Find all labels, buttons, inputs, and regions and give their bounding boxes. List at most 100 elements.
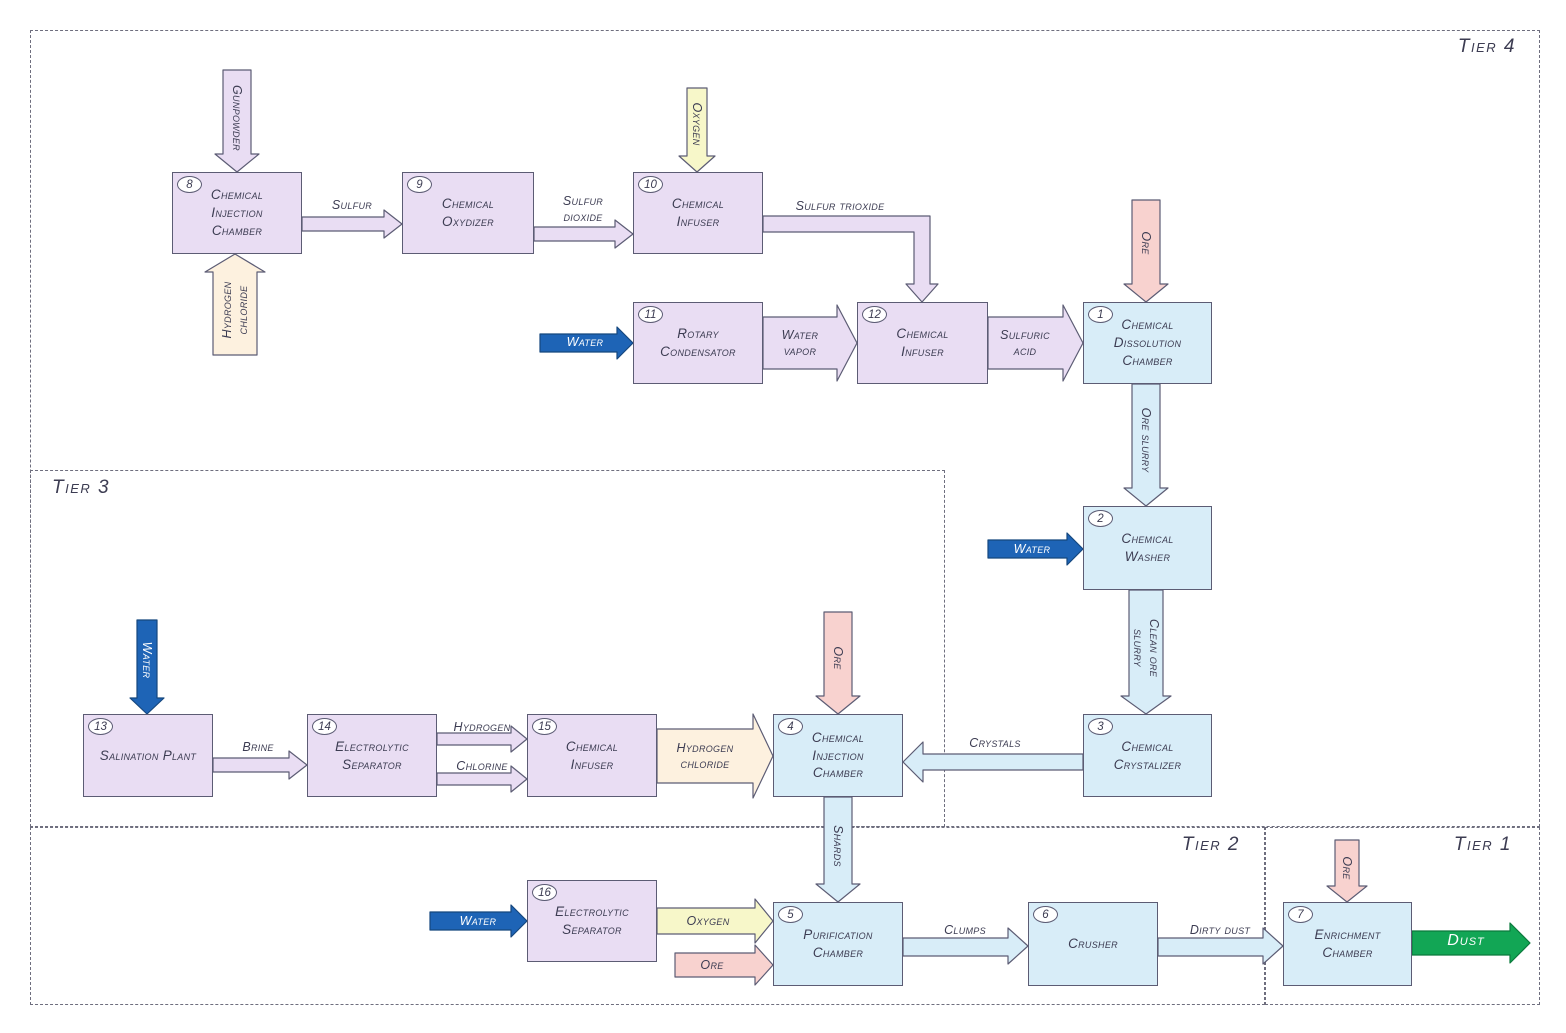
- machine-name: Salination Plant: [99, 747, 197, 763]
- flow-arrow-chlorine: [436, 765, 528, 793]
- tier2-label: Tier 2: [1181, 834, 1240, 855]
- machine-number-badge: 7: [1288, 906, 1313, 923]
- machine-name: Chemical Dissolution Chamber: [1113, 317, 1182, 368]
- flow-label-hydrogen-chloride-t3: Hydrogen chloride: [676, 741, 734, 771]
- machine-number-badge: 6: [1033, 906, 1058, 923]
- flow-label-dust: Dust: [1447, 932, 1485, 949]
- flow-arrow-oxygen-t4: [678, 87, 716, 173]
- machine-number-badge: 4: [778, 718, 803, 735]
- machine-name: Chemical Oxydizer: [441, 196, 495, 229]
- flow-label-chlorine: Chlorine: [456, 759, 508, 773]
- flow-label-ore-enrichment: Ore: [1340, 856, 1354, 880]
- machine-chemical-dissolution-chamber-1: 1 Chemical Dissolution Chamber: [1083, 302, 1212, 384]
- flow-label-oxygen-t4: Oxygen: [690, 102, 704, 146]
- machine-name: Crusher: [1068, 936, 1118, 952]
- machine-chemical-infuser-12: 12 Chemical Infuser: [857, 302, 988, 384]
- machine-crusher-6: 6 Crusher: [1028, 902, 1158, 986]
- flow-arrow-brine: [212, 750, 308, 780]
- tier3-region: [30, 470, 945, 827]
- flow-arrow-ore-purification: [674, 944, 774, 986]
- flow-label-water-separator: Water: [459, 914, 497, 928]
- flow-arrow-ore-dissolution: [1123, 199, 1169, 303]
- machine-number-badge: 1: [1088, 306, 1113, 323]
- machine-number-badge: 11: [638, 306, 663, 323]
- machine-chemical-infuser-10: 10 Chemical Infuser: [633, 172, 763, 254]
- flow-label-shards: Shards: [831, 825, 845, 867]
- flow-arrow-dust: [1411, 922, 1531, 964]
- flow-arrow-clean-ore-slurry: [1120, 589, 1172, 715]
- machine-enrichment-chamber-7: 7 Enrichment Chamber: [1283, 902, 1412, 986]
- machine-name: Purification Chamber: [803, 927, 873, 960]
- machine-number-badge: 12: [862, 306, 887, 323]
- tier2-region: [30, 827, 1265, 1005]
- machine-number-badge: 9: [407, 176, 432, 193]
- machine-chemical-infuser-15: 15 Chemical Infuser: [527, 714, 657, 797]
- flow-arrow-oxygen-t2: [656, 898, 774, 944]
- flow-arrow-gunpowder: [214, 69, 260, 173]
- flow-label-water-salination: Water: [140, 641, 154, 679]
- machine-name: Chemical Injection Chamber: [210, 187, 264, 238]
- tier3-label: Tier 3: [52, 477, 111, 498]
- flow-arrow-sulfur-dioxide: [533, 219, 634, 249]
- flow-label-brine: Brine: [242, 740, 274, 754]
- machine-name: Rotary Condensator: [660, 326, 736, 359]
- flow-arrow-sulfur-trioxide: [762, 215, 939, 303]
- machine-electrolytic-separator-16: 16 Electrolytic Separator: [527, 880, 657, 962]
- flow-label-sulfur-trioxide: Sulfur trioxide: [795, 199, 885, 213]
- machine-name: Chemical Washer: [1121, 531, 1174, 564]
- flow-arrow-water-rotary: [539, 326, 634, 360]
- machine-chemical-injection-chamber-8: 8 Chemical Injection Chamber: [172, 172, 302, 254]
- machine-number-badge: 8: [177, 176, 202, 193]
- flow-arrow-hydrogen: [436, 725, 528, 753]
- flow-arrow-crystals: [902, 741, 1084, 783]
- tier1-region: [1265, 827, 1540, 1005]
- flow-label-sulfur-dioxide: Sulfur dioxide: [562, 194, 604, 224]
- machine-name: Chemical Injection Chamber: [811, 729, 865, 781]
- flow-label-ore-slurry: Ore slurry: [1139, 407, 1153, 473]
- flow-label-ore-purification: Ore: [700, 958, 724, 972]
- machine-number-badge: 15: [532, 718, 557, 735]
- machine-number-badge: 14: [312, 718, 337, 735]
- flow-arrow-ore-enrichment: [1326, 839, 1368, 903]
- flow-label-gunpowder: Gunpowder: [230, 85, 244, 151]
- flow-label-ore-injection: Ore: [831, 646, 845, 670]
- flow-label-oxygen-t2: Oxygen: [686, 914, 730, 928]
- machine-name: Chemical Crystalizer: [1113, 738, 1182, 772]
- machine-chemical-injection-chamber-4: 4 Chemical Injection Chamber: [773, 714, 903, 797]
- machine-number-badge: 3: [1088, 718, 1113, 735]
- flow-arrow-clumps: [902, 927, 1029, 965]
- machine-number-badge: 5: [778, 906, 803, 923]
- machine-name: Electrolytic Separator: [555, 904, 629, 937]
- flow-arrow-water-salination: [129, 619, 165, 715]
- flow-label-hydrogen: Hydrogen: [453, 720, 511, 734]
- flow-label-clean-ore-slurry: Clean ore slurry: [1131, 618, 1161, 678]
- machine-rotary-condensator-11: 11 Rotary Condensator: [633, 302, 763, 384]
- machine-chemical-crystalizer-3: 3 Chemical Crystalizer: [1083, 714, 1212, 797]
- flow-label-water-washer: Water: [1013, 542, 1051, 556]
- flow-arrow-sulfuric-acid: [987, 304, 1084, 382]
- tier1-label: Tier 1: [1453, 834, 1512, 855]
- flow-label-sulfur: Sulfur: [331, 198, 373, 212]
- machine-name: Enrichment Chamber: [1314, 927, 1381, 960]
- tier4-label: Tier 4: [1457, 36, 1516, 57]
- machine-number-badge: 16: [532, 884, 557, 901]
- flow-arrow-hydrogen-chloride-t4: [204, 253, 266, 356]
- flow-arrow-ore-injection: [815, 611, 861, 715]
- machine-number-badge: 2: [1088, 510, 1113, 527]
- flow-label-water-rotary: Water: [566, 335, 604, 349]
- machine-chemical-washer-2: 2 Chemical Washer: [1083, 506, 1212, 590]
- flow-label-ore-dissolution: Ore: [1139, 231, 1153, 255]
- flow-arrow-water-vapor: [762, 304, 858, 382]
- flow-label-hydrogen-chloride-t4: Hydrogen chloride: [220, 281, 250, 339]
- flow-label-water-vapor: Water vapor: [781, 328, 819, 358]
- flow-arrow-hydrogen-chloride-t3: [656, 713, 774, 799]
- machine-salination-plant-13: 13 Salination Plant: [83, 714, 213, 797]
- flow-label-sulfuric-acid: Sulfuric acid: [1000, 328, 1050, 358]
- machine-name: Chemical Infuser: [896, 326, 949, 359]
- machine-chemical-oxydizer-9: 9 Chemical Oxydizer: [402, 172, 534, 254]
- machine-number-badge: 10: [638, 176, 663, 193]
- machine-purification-chamber-5: 5 Purification Chamber: [773, 902, 903, 986]
- machine-name: Electrolytic Separator: [335, 738, 409, 772]
